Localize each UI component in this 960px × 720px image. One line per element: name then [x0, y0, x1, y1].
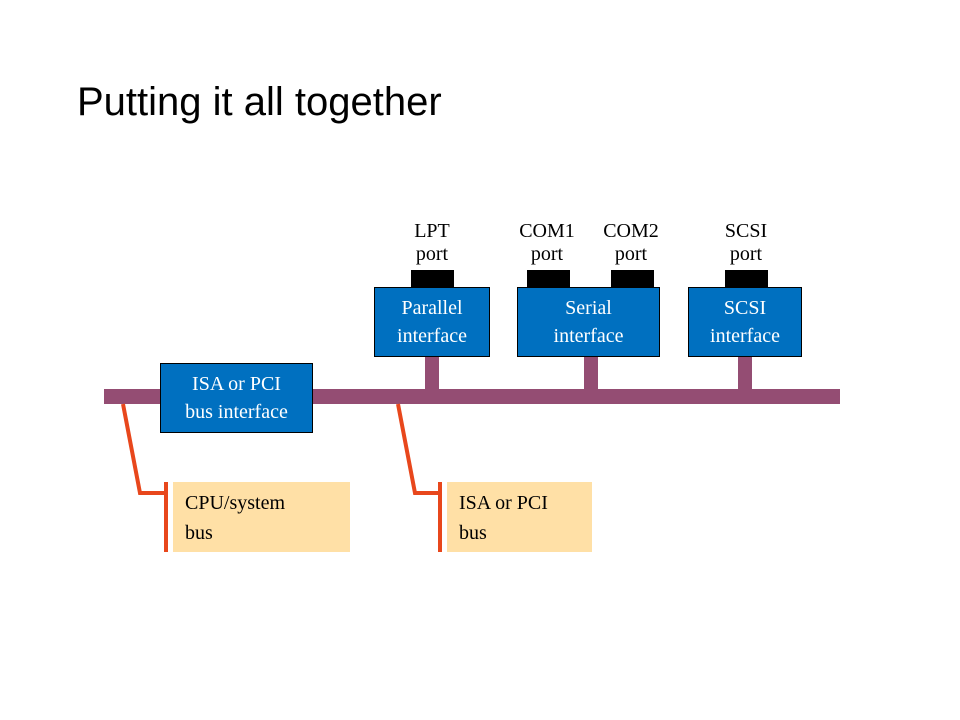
com2-port-connector — [611, 270, 654, 289]
cpu-note-line2: bus — [185, 522, 213, 544]
cpu-note-line1: CPU/system — [185, 492, 286, 514]
scsi-interface-line1: SCSI — [723, 297, 767, 319]
scsi-bus-stem — [738, 357, 752, 391]
serial-interface-box: Serial interface — [517, 287, 660, 357]
scsi-port-label: SCSI port — [706, 220, 786, 266]
bus-interface-line1: ISA or PCI — [192, 373, 281, 395]
com1-port-label: COM1 port — [507, 220, 587, 266]
lpt-port-label-line2: port — [415, 243, 449, 265]
com2-port-label-line2: port — [614, 243, 648, 265]
scsi-interface-line2: interface — [710, 325, 780, 347]
com2-port-label-line1: COM2 — [603, 220, 659, 242]
serial-interface-line1: Serial — [565, 297, 612, 319]
com1-port-connector — [527, 270, 570, 289]
parallel-interface-box: Parallel interface — [374, 287, 490, 357]
scsi-port-label-line1: SCSI — [724, 220, 768, 242]
serial-bus-stem — [584, 357, 598, 391]
isa-bus-callout-line — [396, 403, 440, 495]
parallel-interface-line2: interface — [397, 325, 467, 347]
isa-note-line2: bus — [459, 522, 487, 544]
com2-port-label: COM2 port — [591, 220, 671, 266]
com1-port-label-line2: port — [530, 243, 564, 265]
scsi-interface-box: SCSI interface — [688, 287, 802, 357]
isa-note-line1: ISA or PCI — [459, 492, 548, 514]
isa-pci-bus-note: ISA or PCI bus — [447, 482, 592, 552]
lpt-port-label: LPT port — [392, 220, 472, 266]
serial-interface-line2: interface — [553, 325, 624, 347]
isa-pci-bus-interface-box: ISA or PCI bus interface — [160, 363, 313, 433]
cpu-system-bus-note: CPU/system bus — [173, 482, 350, 552]
scsi-port-connector — [725, 270, 768, 289]
scsi-port-label-line2: port — [729, 243, 763, 265]
lpt-port-label-line1: LPT — [414, 220, 450, 242]
parallel-bus-stem — [425, 357, 439, 391]
slide-title: Putting it all together — [77, 80, 442, 124]
cpu-bus-callout-line — [121, 403, 166, 495]
bus-interface-line2: bus interface — [185, 401, 288, 423]
com1-port-label-line1: COM1 — [519, 220, 575, 242]
parallel-interface-line1: Parallel — [401, 297, 463, 319]
lpt-port-connector — [411, 270, 454, 289]
